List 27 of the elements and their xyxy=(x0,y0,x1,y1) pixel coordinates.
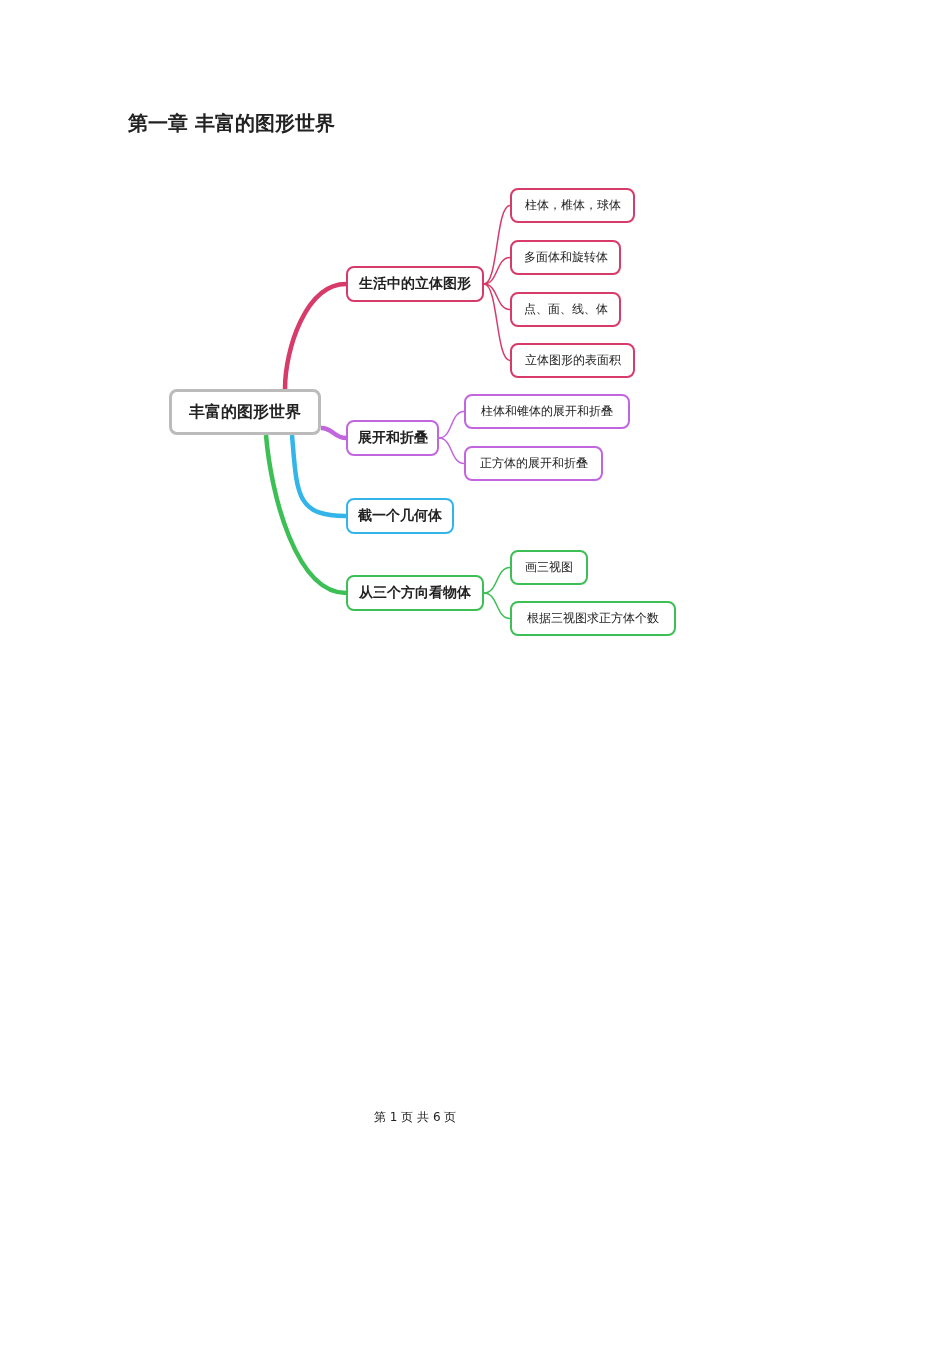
topic-box: 立体图形的表面积 xyxy=(510,343,635,378)
topic-box: 丰富的图形世界 xyxy=(169,389,321,435)
branch-line xyxy=(263,434,347,596)
page-number: 第 1 页 共 6 页 xyxy=(374,1109,457,1126)
branch-line xyxy=(438,410,465,439)
topic-box: 多面体和旋转体 xyxy=(510,240,621,275)
branch-line xyxy=(438,437,465,465)
topic-box: 生活中的立体图形 xyxy=(346,266,484,302)
branch-line xyxy=(483,592,511,620)
topic-box: 展开和折叠 xyxy=(346,420,439,456)
branch-line xyxy=(483,566,511,594)
branch-line xyxy=(483,256,511,285)
branch-line xyxy=(483,283,511,362)
branch-line xyxy=(282,281,347,390)
branch-line xyxy=(483,283,511,311)
topic-box: 截一个几何体 xyxy=(346,498,454,534)
topic-box: 根据三视图求正方体个数 xyxy=(510,601,676,636)
branch-line xyxy=(289,434,347,519)
branch-line xyxy=(320,425,347,441)
chapter-title: 第一章 丰富的图形世界 xyxy=(128,110,335,137)
topic-box: 柱体，椎体，球体 xyxy=(510,188,635,223)
branch-line xyxy=(483,204,511,285)
topic-box: 柱体和锥体的展开和折叠 xyxy=(464,394,630,429)
topic-box: 点、面、线、体 xyxy=(510,292,621,327)
topic-box: 正方体的展开和折叠 xyxy=(464,446,603,481)
topic-box: 画三视图 xyxy=(510,550,588,585)
topic-box: 从三个方向看物体 xyxy=(346,575,484,611)
